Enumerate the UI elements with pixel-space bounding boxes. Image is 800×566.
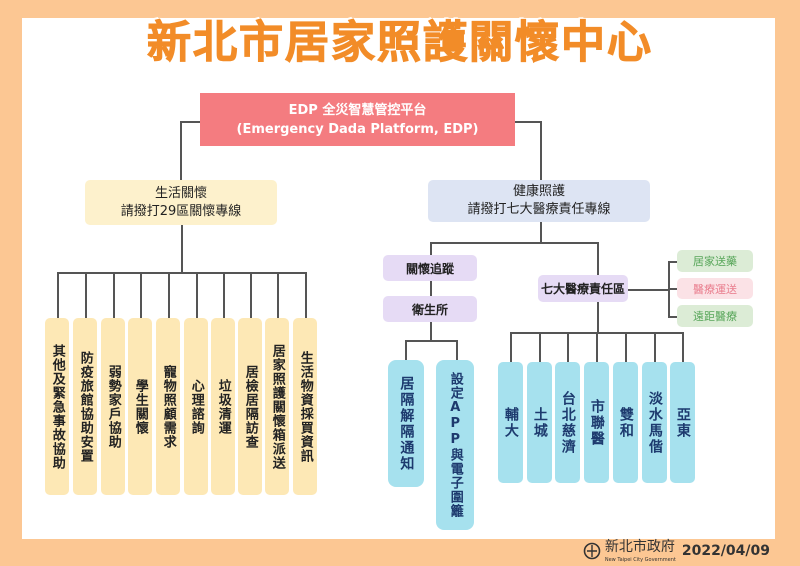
- health-care-box: 健康照護 請撥打七大醫療責任專線: [428, 180, 650, 222]
- hospital-item: 台北慈濟: [555, 362, 580, 483]
- connector-line: [180, 121, 182, 180]
- life-care-item: 寵物照顧需求: [156, 318, 180, 495]
- life-care-item: 居檢居隔訪查: [238, 318, 262, 495]
- life-care-item: 心理諮詢: [184, 318, 208, 495]
- connector-line: [180, 121, 200, 123]
- connector-line: [515, 121, 541, 123]
- connector-line: [223, 272, 225, 318]
- connector-line: [85, 272, 87, 318]
- life-care-item: 垃圾清運: [211, 318, 235, 495]
- hc-item-isolation-notice: 居隔解隔通知: [388, 360, 424, 487]
- life-care-box: 生活關懷 請撥打29區關懷專線: [85, 180, 277, 225]
- life-care-item: 弱勢家戶協助: [101, 318, 125, 495]
- hospital-item: 淡水馬偕: [642, 362, 667, 483]
- date: 2022/04/09: [681, 542, 770, 559]
- connector-line: [668, 261, 677, 263]
- hospital-item: 輔大: [498, 362, 523, 483]
- connector-line: [682, 332, 684, 362]
- connector-line: [567, 332, 569, 362]
- connector-line: [405, 340, 457, 342]
- health-care-hotline: 請撥打七大醫療責任專線: [467, 202, 611, 217]
- health-care-title: 健康照護: [512, 184, 565, 199]
- connector-line: [668, 288, 677, 290]
- edp-subtitle: (Emergency Dada Platform, EDP): [236, 121, 479, 137]
- life-care-item: 防疫旅館協助安置: [73, 318, 97, 495]
- hospital-item: 土城: [527, 362, 552, 483]
- connector-line: [140, 272, 142, 318]
- connector-line: [405, 340, 407, 360]
- connector-line: [510, 332, 512, 362]
- connector-line: [597, 242, 599, 275]
- life-care-item: 學生關懷: [128, 318, 152, 495]
- logo-subtext: New Taipei City Government: [604, 557, 676, 564]
- medical-zone-box: 七大醫療責任區: [538, 275, 628, 302]
- life-care-item: 居家照護關懷箱派送: [265, 318, 289, 495]
- service-home-medicine: 居家送藥: [677, 250, 753, 272]
- edp-title: EDP 全災智慧管控平台: [288, 102, 427, 118]
- life-care-title: 生活關懷: [154, 185, 207, 201]
- service-telemedicine: 遠距醫療: [677, 305, 753, 327]
- connector-line: [597, 302, 599, 332]
- hospital-item: 亞東: [670, 362, 695, 483]
- logo-text: 新北市政府: [604, 539, 675, 555]
- connector-line: [540, 222, 542, 242]
- connector-line: [625, 332, 627, 362]
- connector-line: [196, 272, 198, 318]
- health-center-box: 衛生所: [383, 296, 477, 322]
- connector-line: [628, 289, 668, 291]
- new-taipei-logo: 新北市政府 New Taipei City Government: [583, 538, 676, 563]
- page-title: 新北市居家照護關懷中心: [147, 17, 653, 69]
- life-care-hotline: 請撥打29區關懷專線: [120, 203, 242, 219]
- connector-line: [654, 332, 656, 362]
- connector-line: [57, 272, 59, 318]
- connector-line: [596, 332, 598, 362]
- connector-line: [250, 272, 252, 318]
- hc-item-app-fence: 設定APP與電子圍籬: [436, 360, 474, 530]
- footer: 新北市政府 New Taipei City Government 2022/04…: [583, 538, 770, 563]
- connector-line: [430, 281, 432, 296]
- service-medical-transport: 醫療運送: [677, 278, 753, 299]
- life-care-item: 其他及緊急事故協助: [45, 318, 69, 495]
- connector-line: [540, 121, 542, 180]
- connector-line: [539, 332, 541, 362]
- connector-line: [305, 272, 307, 318]
- tracking-box: 關懷追蹤: [383, 255, 477, 281]
- hospital-item: 雙和: [613, 362, 638, 483]
- connector-line: [277, 272, 279, 318]
- connector-line: [113, 272, 115, 318]
- city-emblem-icon: [583, 542, 601, 559]
- connector-line: [168, 272, 170, 318]
- connector-line: [430, 242, 598, 244]
- hospital-item: 市聯醫: [584, 362, 609, 483]
- connector-line: [456, 340, 458, 360]
- connector-line: [57, 272, 306, 274]
- connector-line: [668, 316, 677, 318]
- connector-line: [430, 242, 432, 255]
- life-care-item: 生活物資採買資訊: [293, 318, 317, 495]
- connector-line: [181, 225, 183, 272]
- edp-platform-box: EDP 全災智慧管控平台 (Emergency Dada Platform, E…: [200, 93, 515, 146]
- connector-line: [430, 322, 432, 340]
